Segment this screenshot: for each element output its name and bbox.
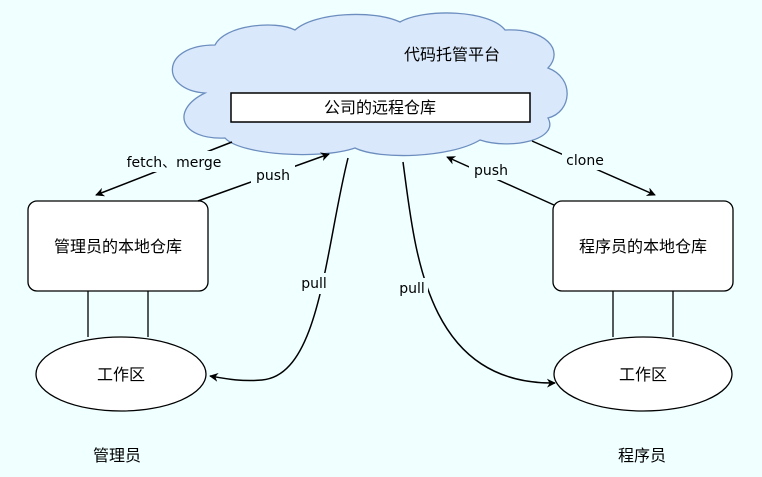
dev-role-label: 程序员 (618, 446, 666, 465)
dev-pull-arrow (402, 161, 556, 388)
admin-local-repo-label: 管理员的本地仓库 (54, 237, 182, 256)
remote-repo-box[interactable] (230, 92, 531, 123)
admin-workspace-label: 工作区 (97, 365, 145, 384)
admin-workspace-ellipse[interactable] (35, 336, 207, 412)
dev-workspace-ellipse[interactable] (553, 336, 733, 412)
admin-pull-arrow (209, 157, 349, 382)
platform-label: 代码托管平台 (404, 45, 500, 64)
dev-workspace-label: 工作区 (619, 365, 667, 384)
clone-label-bg (562, 149, 608, 170)
dev-local-repo-label: 程序员的本地仓库 (579, 237, 707, 256)
admin-push-label-bg (251, 164, 295, 185)
dev-local-repo-box[interactable] (552, 200, 734, 292)
dev-push-arrow (446, 156, 555, 206)
dev-push-label: push (474, 163, 508, 179)
remote-repo-label: 公司的远程仓库 (324, 98, 436, 117)
code-hosting-cloud (171, 12, 568, 157)
fetch-merge-label-bg (121, 151, 226, 172)
admin-pull-label: pull (301, 276, 327, 292)
admin-local-repo-box[interactable] (27, 200, 209, 292)
clone-label: clone (566, 153, 604, 169)
admin-push-label: push (256, 168, 290, 184)
admin-pull-label-bg (298, 273, 330, 294)
fetch-merge-label: fetch、merge (127, 155, 222, 171)
dev-pull-label: pull (399, 281, 425, 297)
dev-push-label-bg (469, 159, 513, 180)
dev-pull-label-bg (396, 278, 428, 299)
admin-role-label: 管理员 (93, 446, 141, 465)
